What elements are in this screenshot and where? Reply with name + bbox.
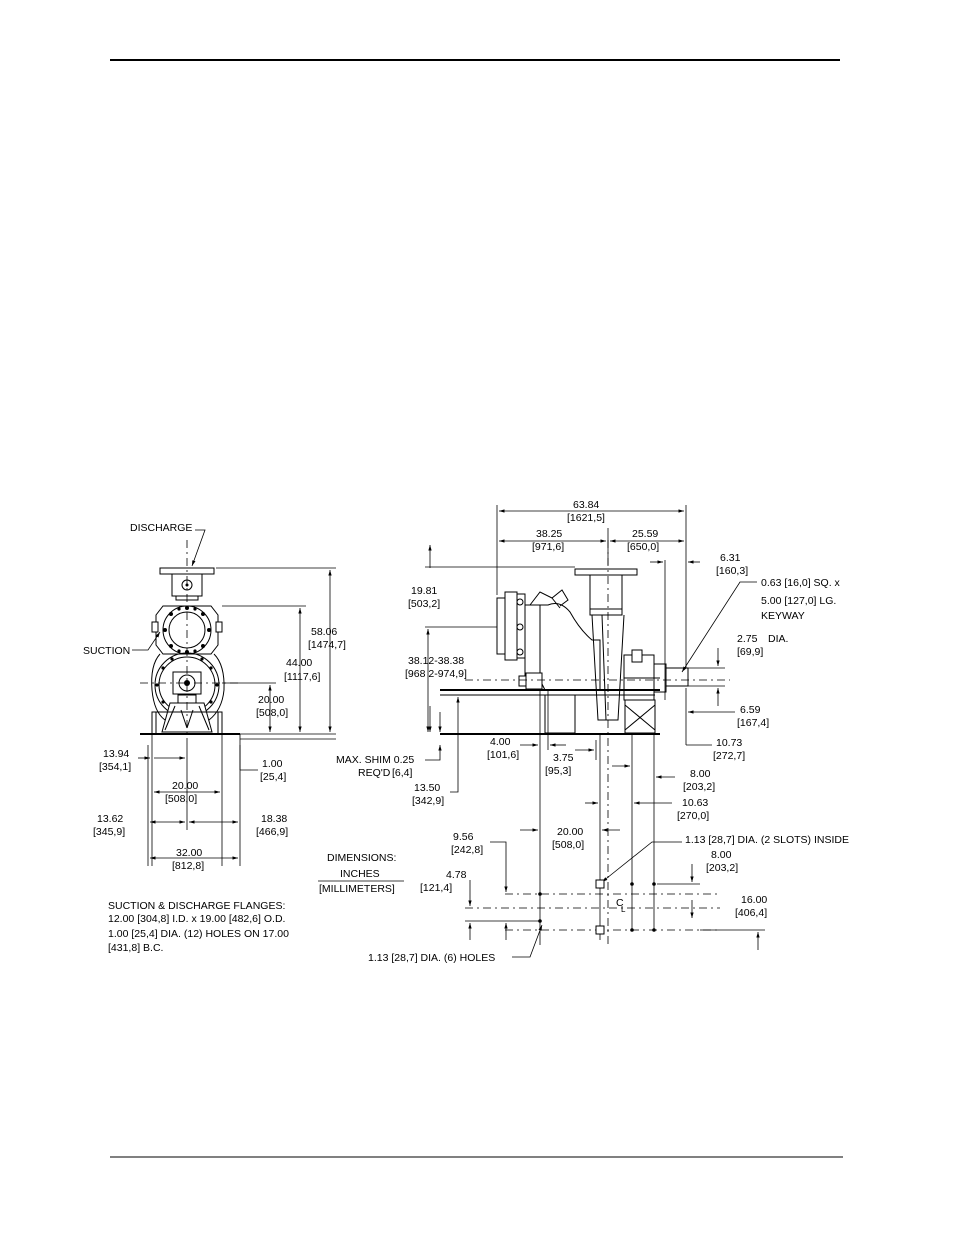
dim-44-00-mm: [1117,6]	[284, 671, 320, 683]
dim-10-73: 10.73	[716, 737, 742, 749]
dim-13-50: 13.50	[414, 782, 440, 794]
dim-8-00-b: 8.00	[711, 849, 732, 861]
dim-20-00-a: 20.00	[258, 694, 284, 706]
dim-38-12-mm: [968 2-974,9]	[405, 668, 467, 680]
dim-4-00: 4.00	[490, 736, 511, 748]
flanges-note: SUCTION & DISCHARGE FLANGES: 12.00 [304,…	[108, 900, 289, 954]
dim-20-00-c-mm: [508,0]	[552, 839, 584, 851]
dim-8-00-b-mm: [203,2]	[706, 862, 738, 874]
label-discharge: DISCHARGE	[130, 522, 192, 534]
dim-18-38: 18.38	[261, 813, 287, 825]
dim-10-63-mm: [270,0]	[677, 810, 709, 822]
dim-32-00-mm: [812,8]	[172, 860, 204, 872]
dim-19-81-mm: [503,2]	[408, 598, 440, 610]
note-keyway-line3: KEYWAY	[761, 610, 805, 622]
note-shim-mm: [6,4]	[392, 767, 413, 779]
dim-58-06: 58.06	[311, 626, 337, 638]
centerline-symbol-sub: L	[621, 905, 626, 914]
front-view: DISCHARGE SUCTION 58.06 [1474,7] 44.00 […	[83, 522, 346, 872]
dim-13-62: 13.62	[97, 813, 123, 825]
flanges-note-line1: SUCTION & DISCHARGE FLANGES:	[108, 900, 285, 912]
note-shim-line1: MAX. SHIM 0.25	[336, 754, 414, 766]
dim-8-00-a: 8.00	[690, 768, 711, 780]
dim-9-56: 9.56	[453, 831, 474, 843]
dim-20-00-c: 20.00	[557, 826, 583, 838]
note-shim-line2: REQ'D	[358, 767, 391, 779]
units-legend: DIMENSIONS: INCHES [MILLIMETERS]	[318, 852, 404, 895]
legend-title: DIMENSIONS:	[327, 852, 396, 864]
dim-8-00-a-mm: [203,2]	[683, 781, 715, 793]
dim-20-00-a-mm: [508,0]	[256, 707, 288, 719]
dim-4-78-mm: [121,4]	[420, 882, 452, 894]
legend-inches: INCHES	[340, 868, 380, 880]
dim-38-25-mm: [971,6]	[532, 541, 564, 553]
dim-32-00: 32.00	[176, 847, 202, 859]
dim-20-00-b: 20.00	[172, 780, 198, 792]
dim-63-84: 63.84	[573, 499, 599, 511]
dim-9-56-mm: [242,8]	[451, 844, 483, 856]
dim-44-00: 44.00	[286, 657, 312, 669]
dim-6-59-mm: [167,4]	[737, 717, 769, 729]
dim-13-94-mm: [354,1]	[99, 761, 131, 773]
dim-10-73-mm: [272,7]	[713, 750, 745, 762]
dim-13-62-mm: [345,9]	[93, 826, 125, 838]
dim-2-75-suffix: DIA.	[768, 633, 788, 645]
dim-38-12: 38.12-38.38	[408, 655, 464, 667]
side-view: 63.84 [1621,5] 38.25 [971,6] 25.59 [650,…	[336, 499, 849, 964]
dim-3-75: 3.75	[553, 752, 574, 764]
dim-63-84-mm: [1621,5]	[567, 512, 605, 524]
dim-10-63: 10.63	[682, 797, 708, 809]
dim-16-00: 16.00	[741, 894, 767, 906]
dim-6-59: 6.59	[740, 704, 761, 716]
dim-1-00-mm: [25,4]	[260, 771, 286, 783]
dim-1-00: 1.00	[262, 758, 283, 770]
dim-16-00-mm: [406,4]	[735, 907, 767, 919]
note-keyway-line2: 5.00 [127,0] LG.	[761, 595, 836, 607]
flanges-note-line3: 1.00 [25,4] DIA. (12) HOLES ON 17.00	[108, 928, 289, 940]
dim-25-59: 25.59	[632, 528, 658, 540]
dim-19-81: 19.81	[411, 585, 437, 597]
flanges-note-line4: [431,8] B.C.	[108, 942, 163, 954]
dim-6-31: 6.31	[720, 552, 741, 564]
dim-2-75-mm: [69,9]	[737, 646, 763, 658]
dim-13-94: 13.94	[103, 748, 129, 760]
legend-mm: [MILLIMETERS]	[319, 883, 395, 895]
dim-58-06-mm: [1474,7]	[308, 639, 346, 651]
dim-4-00-mm: [101,6]	[487, 749, 519, 761]
dim-3-75-mm: [95,3]	[545, 765, 571, 777]
dim-18-38-mm: [466,9]	[256, 826, 288, 838]
dim-38-25: 38.25	[536, 528, 562, 540]
dim-6-31-mm: [160,3]	[716, 565, 748, 577]
dim-13-50-mm: [342,9]	[412, 795, 444, 807]
note-keyway-line1: 0.63 [16,0] SQ. x	[761, 577, 841, 589]
dim-25-59-mm: [650,0]	[627, 541, 659, 553]
note-holes: 1.13 [28,7] DIA. (6) HOLES	[368, 952, 495, 964]
centerline-symbol: C	[616, 897, 624, 909]
dim-4-78: 4.78	[446, 869, 467, 881]
note-slots: 1.13 [28,7] DIA. (2 SLOTS) INSIDE	[685, 834, 849, 846]
label-suction: SUCTION	[83, 645, 130, 657]
dim-2-75: 2.75	[737, 633, 758, 645]
flanges-note-line2: 12.00 [304,8] I.D. x 19.00 [482,6] O.D.	[108, 913, 285, 925]
dim-20-00-b-mm: [508,0]	[165, 793, 197, 805]
